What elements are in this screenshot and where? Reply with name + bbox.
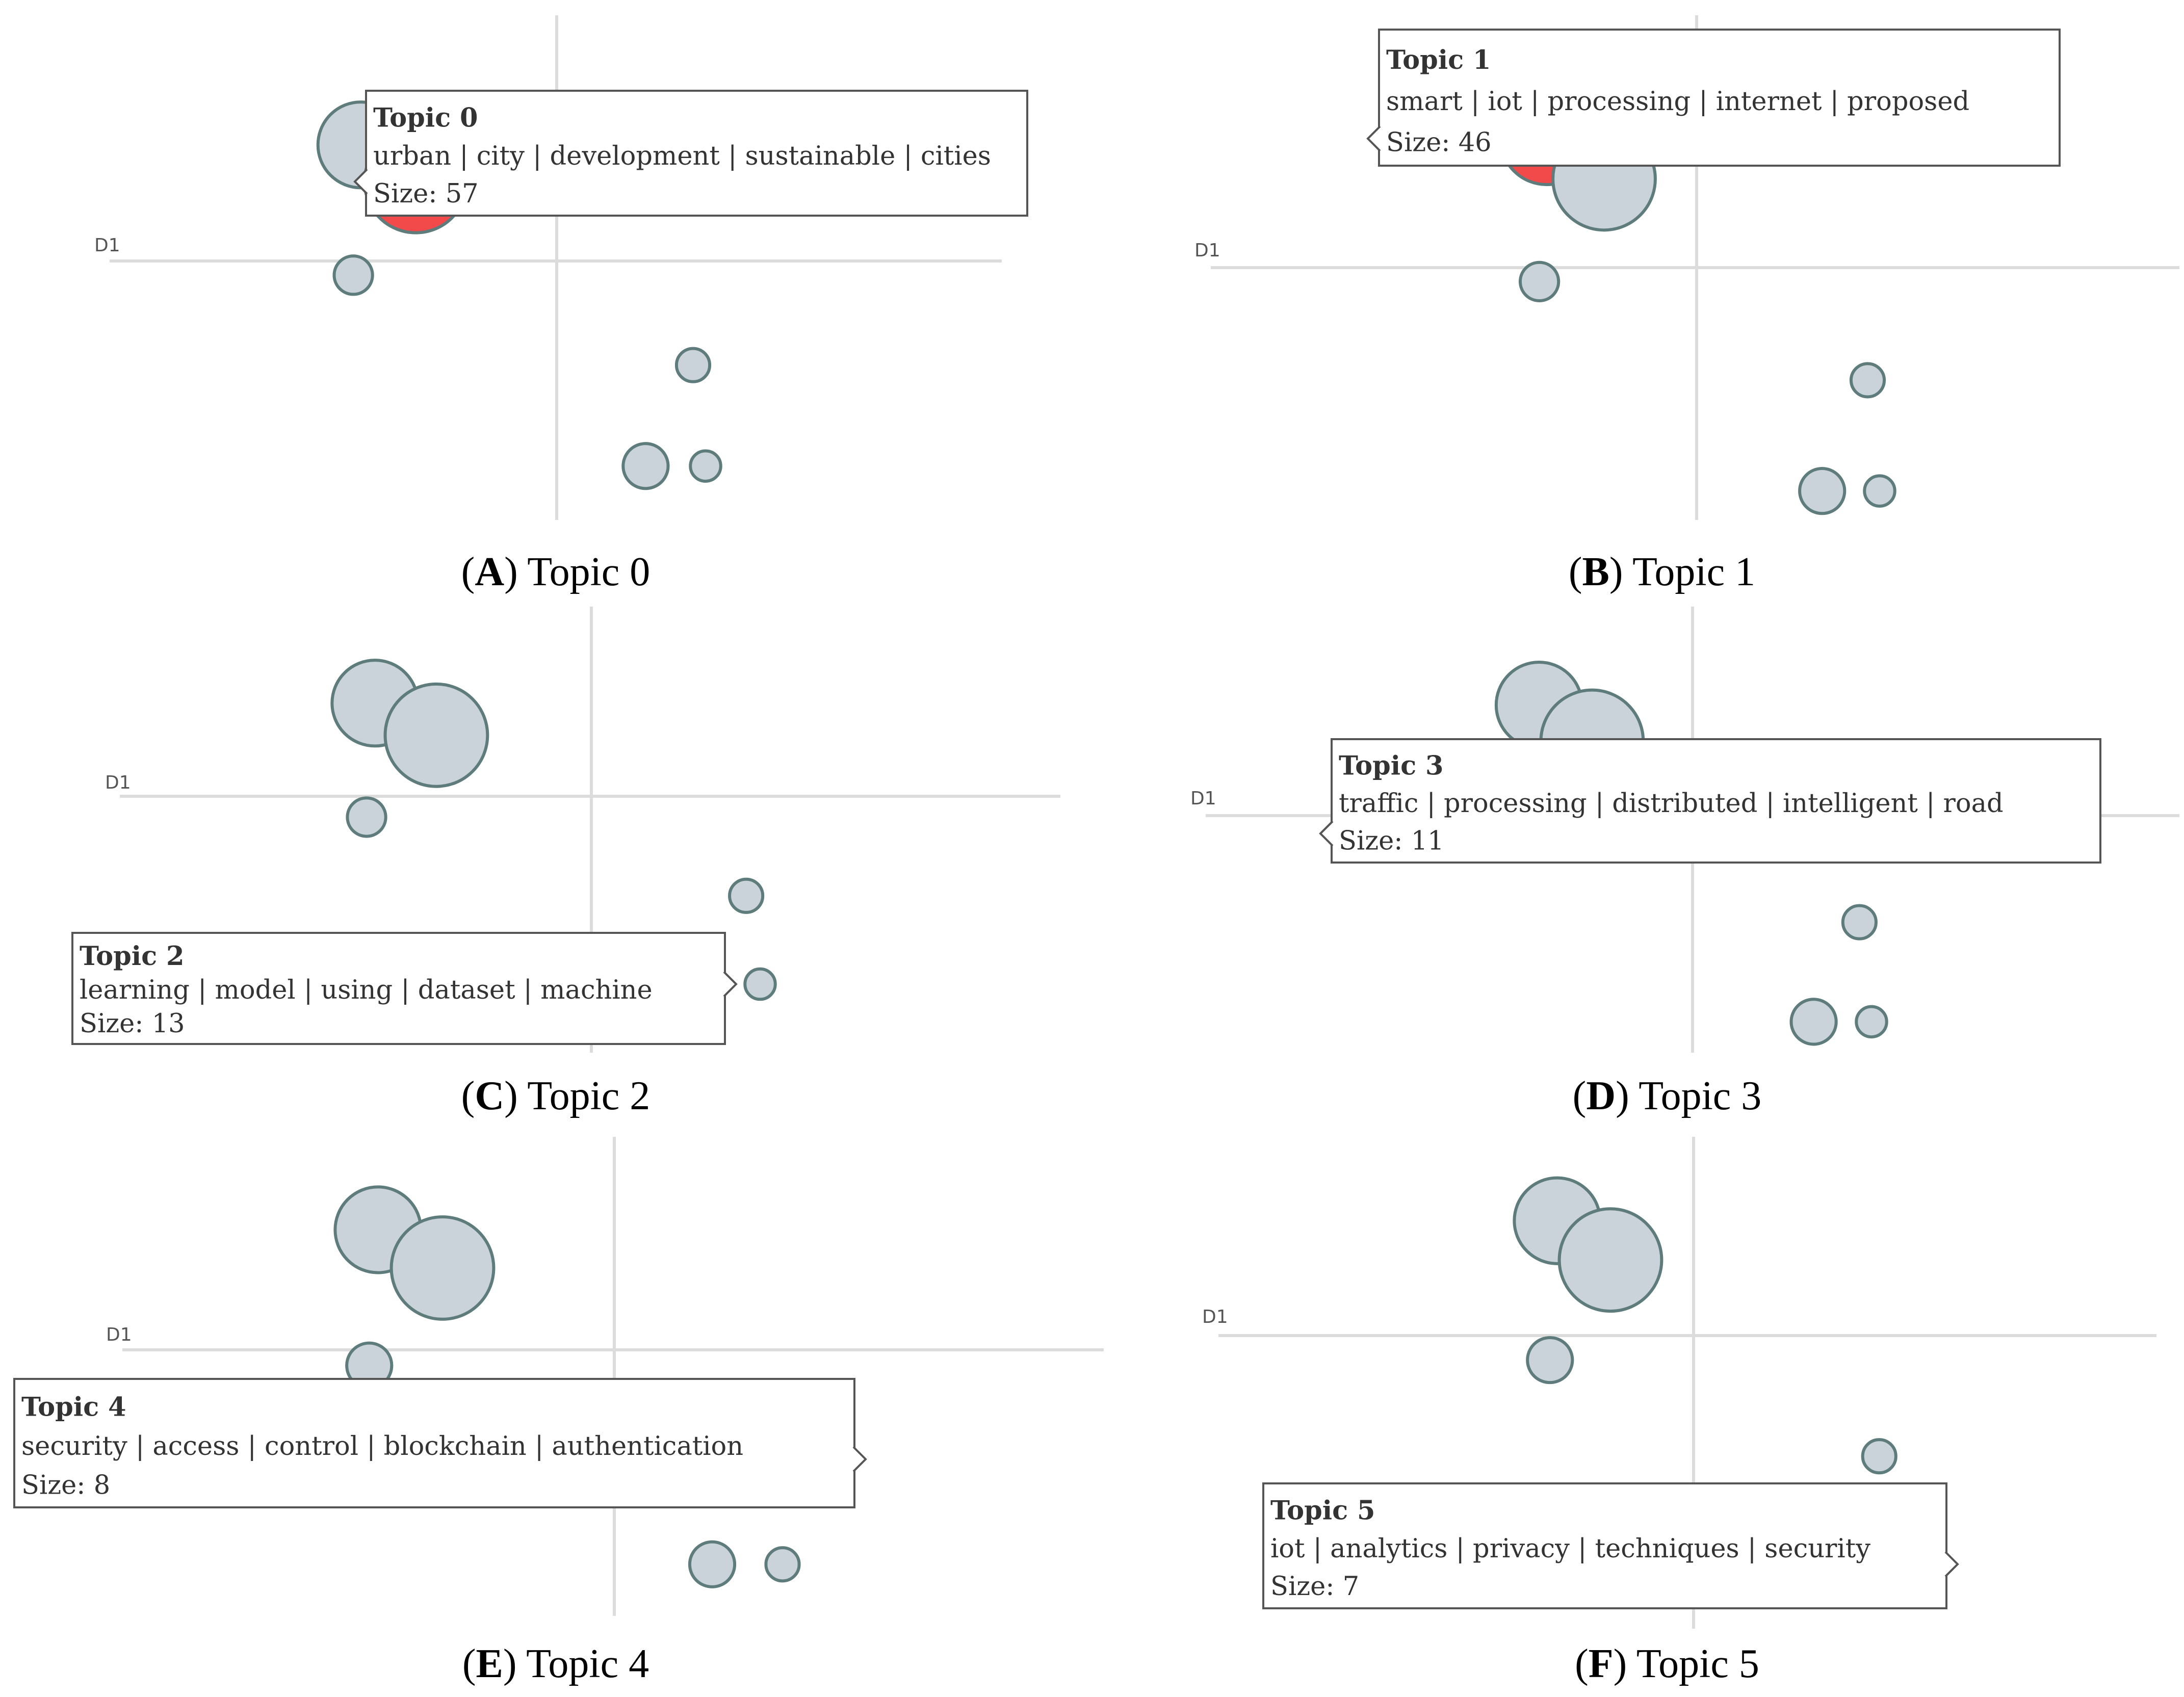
tooltip-pointer xyxy=(1944,1551,1959,1577)
tooltip-title: Topic 1 xyxy=(1386,45,1491,75)
topic-tooltip: Topic 5 iot | analytics | privacy | techn… xyxy=(1262,1482,1959,1609)
panel-caption: (E) Topic 4 xyxy=(462,1641,649,1686)
tooltip-size: Size: 46 xyxy=(1386,128,1492,158)
axis-label-d1: D1 xyxy=(105,772,131,793)
topic-bubble xyxy=(764,1546,801,1583)
chart-panel-d: D1 Topic 3 traffic | processing | distribu… xyxy=(1190,607,2179,1118)
chart-panel-b: D1 Topic 1 smart | iot | processing | inte… xyxy=(1194,15,2179,594)
panel-caption: (A) Topic 0 xyxy=(461,550,651,594)
tooltip-box xyxy=(365,90,1028,217)
topic-bubble xyxy=(383,682,489,788)
topic-bubble xyxy=(1789,998,1838,1046)
topic-bubble xyxy=(332,254,374,296)
chart-panel-a: D1 Topic 0 urban | city | development | su… xyxy=(94,15,1028,594)
tooltip-words: security | access | control | blockchain… xyxy=(21,1431,743,1461)
tooltip-size: Size: 57 xyxy=(373,179,479,209)
panel-caption: (D) Topic 3 xyxy=(1573,1074,1762,1118)
tooltip-box xyxy=(1262,1482,1947,1609)
topic-bubble xyxy=(389,1215,496,1321)
tooltip-words: traffic | processing | distributed | int… xyxy=(1339,789,2004,819)
panel-caption: (F) Topic 5 xyxy=(1575,1641,1759,1686)
tooltip-size: Size: 11 xyxy=(1339,826,1444,856)
tooltip-words: learning | model | using | dataset | mac… xyxy=(80,975,653,1005)
tooltip-title: Topic 5 xyxy=(1270,1496,1375,1526)
topic-bubble xyxy=(1861,1438,1897,1475)
axis-label-d1: D1 xyxy=(1194,240,1220,261)
topic-bubble xyxy=(728,877,765,914)
axis-label-d1: D1 xyxy=(1190,788,1216,809)
tooltip-pointer xyxy=(723,971,738,997)
tooltip-box xyxy=(1331,738,2101,864)
tooltip-title: Topic 3 xyxy=(1339,751,1443,781)
panel-caption: (C) Topic 2 xyxy=(461,1074,651,1118)
tooltip-title: Topic 0 xyxy=(373,103,478,134)
tooltip-box xyxy=(13,1378,855,1508)
tooltip-pointer xyxy=(353,168,368,195)
tooltip-size: Size: 13 xyxy=(80,1009,185,1039)
tooltip-size: Size: 8 xyxy=(21,1470,110,1500)
topic-tooltip: Topic 0 urban | city | development | sust… xyxy=(353,90,1028,217)
tooltip-words: iot | analytics | privacy | techniques |… xyxy=(1270,1534,1870,1564)
topic-bubble xyxy=(346,796,387,838)
topic-bubble xyxy=(674,347,712,383)
axis-label-d1: D1 xyxy=(94,235,120,256)
tooltip-title: Topic 4 xyxy=(21,1392,126,1423)
topic-bubble xyxy=(1518,260,1561,302)
axis-label-d1: D1 xyxy=(106,1324,132,1345)
tooltip-pointer xyxy=(852,1446,867,1472)
topic-tooltip: Topic 1 smart | iot | processing | intern… xyxy=(1366,29,2061,167)
topic-bubble xyxy=(1798,467,1847,515)
topic-bubble xyxy=(743,967,777,1001)
topic-bubble xyxy=(689,449,722,483)
topic-tooltip: Topic 4 security | access | control | blo… xyxy=(13,1378,867,1508)
tooltip-size: Size: 7 xyxy=(1270,1572,1359,1602)
topic-bubble xyxy=(1855,1005,1888,1039)
tooltip-pointer xyxy=(1319,820,1334,847)
tooltip-words: urban | city | development | sustainable… xyxy=(373,141,991,171)
topic-bubble xyxy=(1557,1207,1663,1313)
panel-caption: (B) Topic 1 xyxy=(1569,550,1755,594)
topic-bubble xyxy=(1863,474,1896,508)
axis-label-d1: D1 xyxy=(1202,1307,1228,1327)
topic-bubble xyxy=(1841,904,1878,941)
tooltip-pointer xyxy=(1366,125,1381,152)
tooltip-title: Topic 2 xyxy=(80,941,184,972)
tooltip-box xyxy=(71,932,726,1045)
tooltip-words: smart | iot | processing | internet | pr… xyxy=(1386,87,1969,117)
topic-bubble xyxy=(1849,362,1886,399)
topic-bubble xyxy=(1526,1336,1574,1385)
tooltip-box xyxy=(1378,29,2061,167)
topic-bubble xyxy=(688,1540,737,1588)
topic-bubble xyxy=(621,442,670,490)
topic-tooltip: Topic 3 traffic | processing | distribute… xyxy=(1319,738,2101,864)
